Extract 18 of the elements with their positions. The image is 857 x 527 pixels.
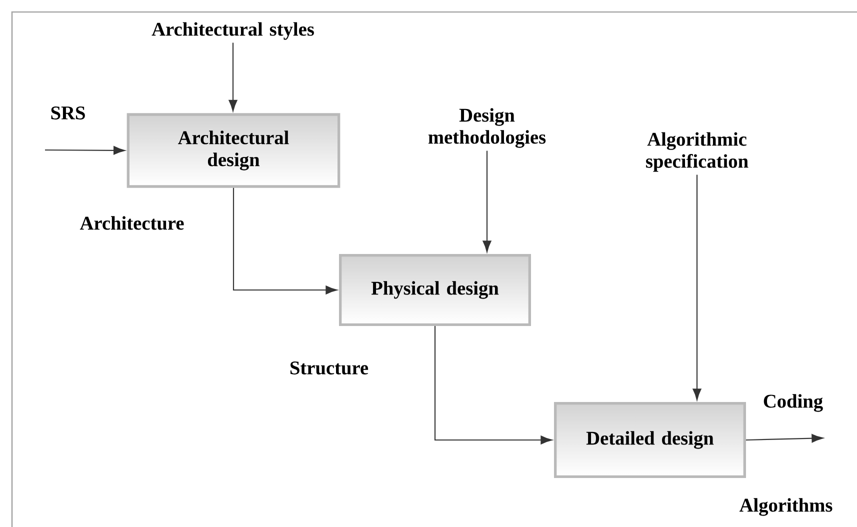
output-label: Algorithms	[739, 498, 832, 516]
input-label: Design methodologies	[428, 108, 546, 148]
arrow	[232, 188, 338, 294]
input-label: Architectural styles	[152, 22, 314, 40]
input-label: Algorithmic specification	[646, 132, 748, 172]
edge-label: Coding	[762, 392, 824, 414]
edge-label: SRS	[48, 105, 88, 121]
arrow	[692, 174, 702, 400]
arrow	[45, 146, 126, 155]
process-box: Detailed design	[554, 402, 746, 478]
edge-label: Architecture	[78, 214, 186, 232]
arrow	[482, 150, 492, 252]
edge-label: Structure	[288, 360, 370, 376]
process-box: Architectural design	[126, 113, 340, 188]
arrow	[746, 434, 824, 443]
process-box: Physical design	[339, 254, 531, 326]
arrow	[228, 42, 238, 112]
arrow	[434, 326, 552, 444]
